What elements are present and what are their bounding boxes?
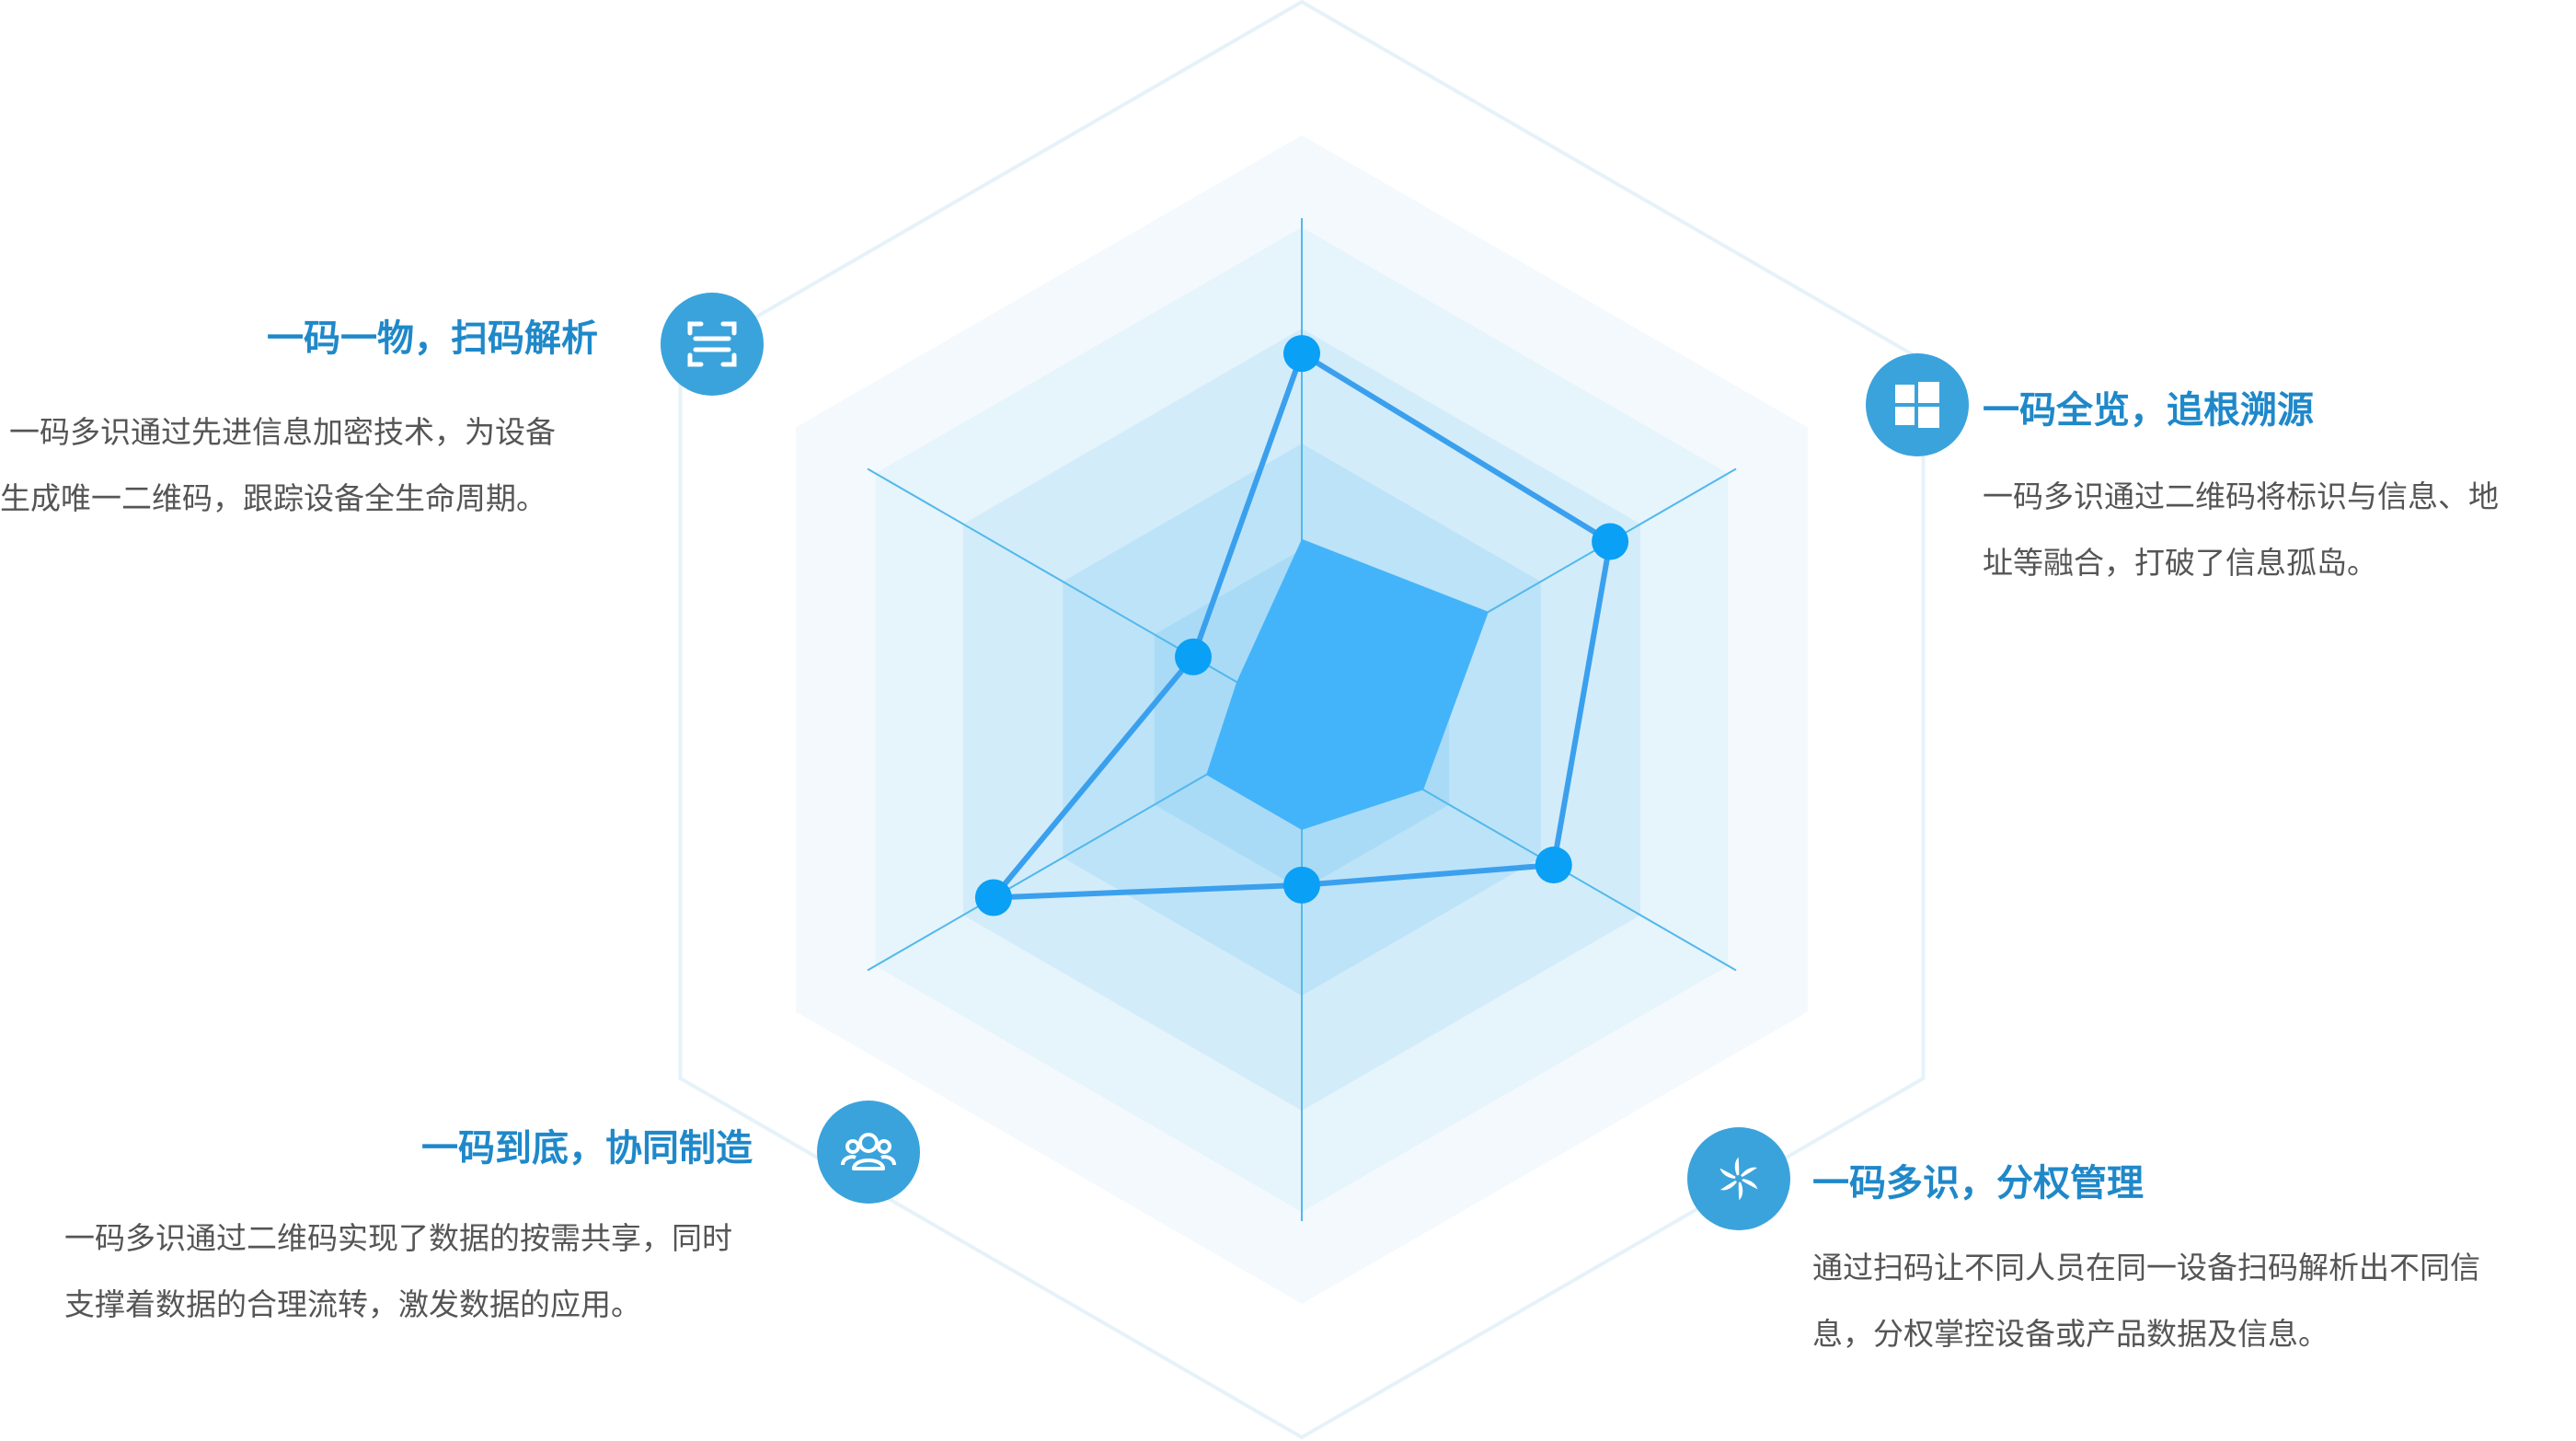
radar-point — [1535, 847, 1572, 884]
feature-desc-line: 址等融合，打破了信息孤岛。 — [1983, 545, 2377, 581]
scan-icon — [687, 321, 737, 367]
radar-point — [1175, 638, 1213, 675]
feature-desc-line: 支撑着数据的合理流转，激发数据的应用。 — [64, 1286, 641, 1322]
feature-permission-mgmt: 一码多识，分权管理 通过扫码让不同人员在同一设备扫码解析出不同信 息，分权掌控设… — [1812, 1158, 2576, 1367]
feature-full-trace: 一码全览，追根溯源 一码多识通过二维码将标识与信息、地 址等融合，打破了信息孤岛… — [1983, 385, 2576, 596]
users-icon — [841, 1133, 896, 1170]
feature-title: 一码多识，分权管理 — [1812, 1162, 2144, 1205]
radar-inner-series — [1206, 538, 1489, 830]
pinwheel-icon — [1719, 1157, 1758, 1201]
feature-title: 一码到底，协同制造 — [421, 1127, 753, 1170]
feature-desc-line: 通过扫码让不同人员在同一设备扫码解析出不同信 — [1812, 1250, 2480, 1285]
pinwheel-icon-badge — [1687, 1127, 1790, 1230]
windows-grid-icon — [1895, 382, 1939, 428]
radar-point — [1283, 335, 1320, 373]
feature-desc-line: 息，分权掌控设备或产品数据及信息。 — [1812, 1316, 2329, 1352]
radar-inner-area — [1206, 538, 1489, 830]
feature-desc-line: 一码多识通过先进信息加密技术，为设备 — [9, 414, 556, 450]
windows-icon-badge — [1866, 353, 1969, 456]
feature-title: 一码一物，扫码解析 — [267, 317, 598, 360]
feature-desc-line: 一码多识通过二维码实现了数据的按需共享，同时 — [64, 1220, 732, 1256]
radar-axis — [867, 467, 1303, 720]
scan-icon-badge — [661, 293, 764, 396]
radar-points — [974, 335, 1629, 916]
feature-desc-line: 一码多识通过二维码将标识与信息、地 — [1983, 478, 2499, 514]
radar-point — [974, 879, 1012, 916]
feature-title: 一码全览，追根溯源 — [1983, 389, 2314, 432]
users-icon-badge — [817, 1101, 920, 1204]
radar-point — [1592, 523, 1629, 560]
feature-desc-line: 生成唯一二维码，跟踪设备全生命周期。 — [0, 480, 546, 516]
radar-point — [1283, 866, 1320, 904]
